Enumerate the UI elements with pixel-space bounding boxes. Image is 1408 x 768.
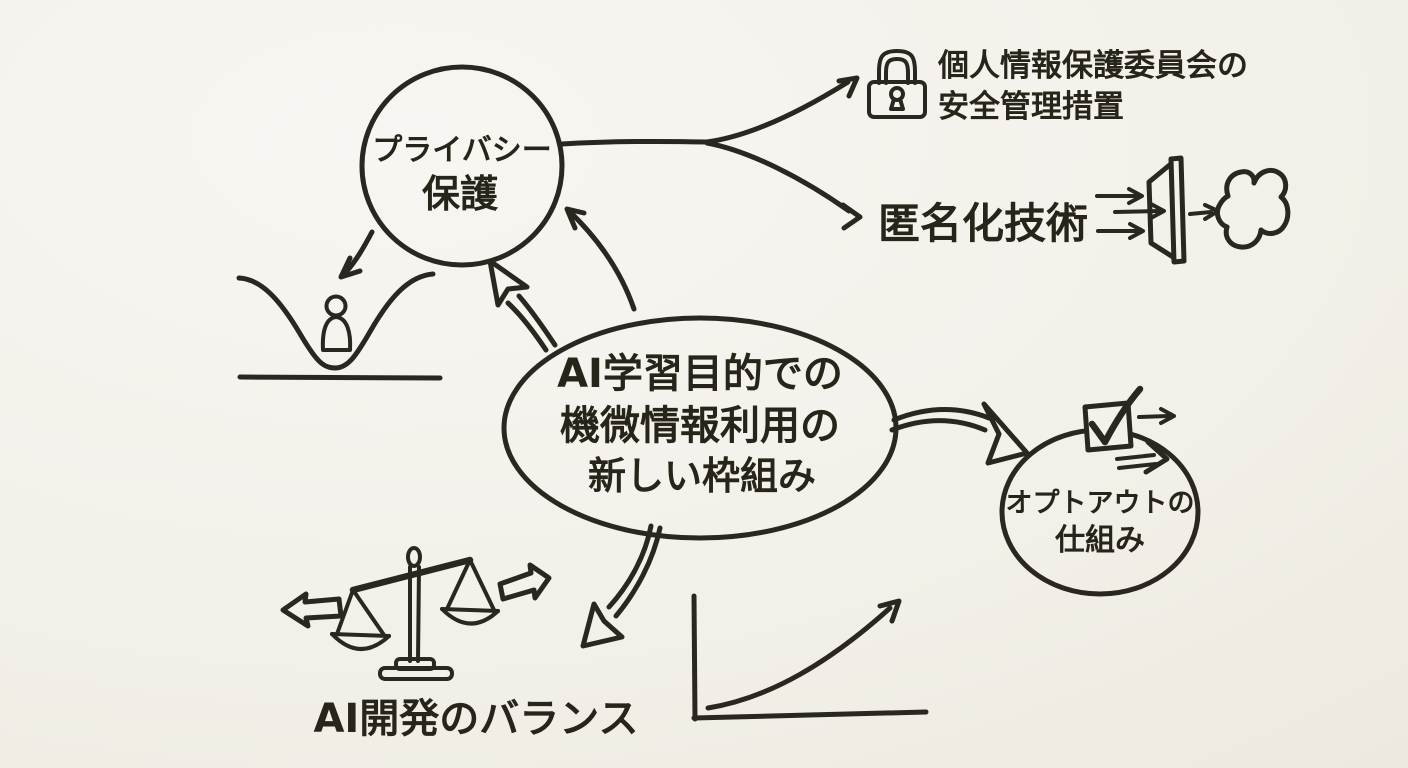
checkbox-double-arrow <box>1115 439 1170 475</box>
connector-fork-lower <box>704 140 852 214</box>
privacy-node: プライバシー 保護 <box>359 64 565 268</box>
block-arrow-left <box>280 591 344 629</box>
optout-label-line2: 仕組み <box>1054 523 1145 558</box>
person-in-valley-icon <box>236 271 443 381</box>
center-label-line2: 機微情報利用の <box>560 403 840 449</box>
person-icon <box>320 294 353 352</box>
blob-icon <box>1214 167 1291 250</box>
anonymization-node: 匿名化技術 <box>878 155 1291 265</box>
arrow-center-to-balance <box>580 523 663 649</box>
center-node: AI学習目的での 機微情報利用の 新しい枠組み <box>501 315 899 541</box>
privacy-label-line2: 保護 <box>422 172 499 216</box>
checkbox-checked-icon <box>1082 385 1144 453</box>
center-ellipse <box>501 315 899 541</box>
balance-label: AI開発のバランス <box>313 696 638 742</box>
chart-y-axis <box>691 593 698 722</box>
privacy-circle <box>359 64 565 268</box>
optout-node: オプトアウトの 仕組み <box>999 385 1201 597</box>
lock-icon <box>867 49 927 119</box>
arrowhead-to-anonymization <box>840 202 863 231</box>
security-node: 個人情報保護委員会の 安全管理措置 <box>867 48 1248 125</box>
arrow-center-to-optout <box>889 401 1030 466</box>
security-label-line2: 安全管理措置 <box>938 89 1124 125</box>
arrowhead-to-lock <box>836 75 860 99</box>
arrow-center-to-privacy-outline <box>487 258 558 353</box>
center-label-line1: AI学習目的での <box>557 351 843 397</box>
chart-arrowhead <box>877 598 902 624</box>
anonymization-label: 匿名化技術 <box>878 199 1088 248</box>
funnel-filter-icon <box>1095 155 1220 265</box>
privacy-label-line1: プライバシー <box>372 133 551 168</box>
connectors <box>338 75 1030 649</box>
balance-scale-icon <box>330 546 500 681</box>
checkbox-out-arrow <box>1137 407 1176 425</box>
center-label-line3: 新しい枠組み <box>588 454 816 498</box>
connector-privacy-fork <box>559 138 710 147</box>
chart-growth-curve <box>705 605 893 711</box>
chart-x-axis <box>691 709 929 721</box>
block-arrow-right <box>497 562 552 602</box>
balance-node: AI開発のバランス <box>280 546 639 742</box>
valley-curve <box>236 271 436 371</box>
security-label-line1: 個人情報保護委員会の <box>937 48 1248 84</box>
arrow-center-to-privacy-thin <box>564 206 637 312</box>
growth-chart-icon <box>691 593 929 722</box>
optout-label-line1: オプトアウトの <box>1006 488 1195 519</box>
ground-line <box>237 374 443 381</box>
connector-fork-upper <box>704 79 851 145</box>
arrow-privacy-to-person <box>338 229 375 280</box>
